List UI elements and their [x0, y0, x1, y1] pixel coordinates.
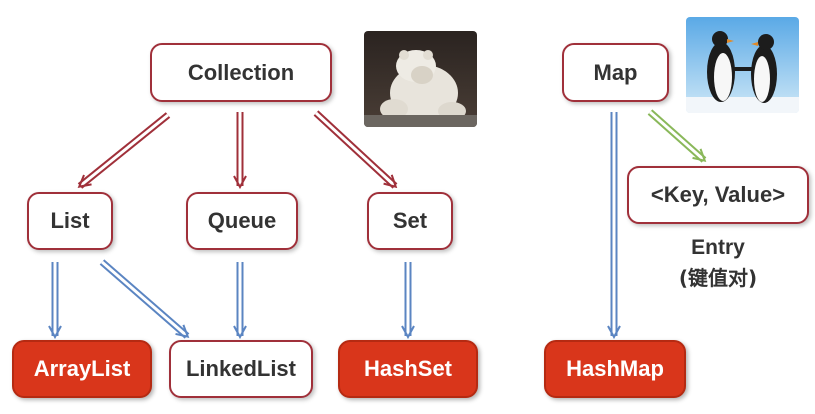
entry-title: Entry — [691, 236, 745, 259]
key-value-node: <Key, Value> — [627, 166, 809, 224]
entry-subtitle: (键值对) — [678, 266, 758, 290]
polar-bear-photo — [364, 31, 477, 127]
arrow-map-to-entry — [647, 109, 707, 163]
hashmap-node: HashMap — [544, 340, 686, 398]
set-node: Set — [367, 192, 453, 250]
collection-node: Collection — [150, 43, 332, 102]
arrow-collection-to-set — [313, 110, 398, 189]
queue-node: Queue — [186, 192, 298, 250]
arrow-collection-to-list — [80, 112, 171, 189]
map-node: Map — [562, 43, 669, 102]
arrow-list-to-linkedlist — [99, 259, 187, 339]
hashset-node: HashSet — [338, 340, 478, 398]
list-node: List — [27, 192, 113, 250]
penguins-photo — [686, 17, 799, 113]
linkedlist-node: LinkedList — [169, 340, 313, 398]
arraylist-node: ArrayList — [12, 340, 152, 398]
